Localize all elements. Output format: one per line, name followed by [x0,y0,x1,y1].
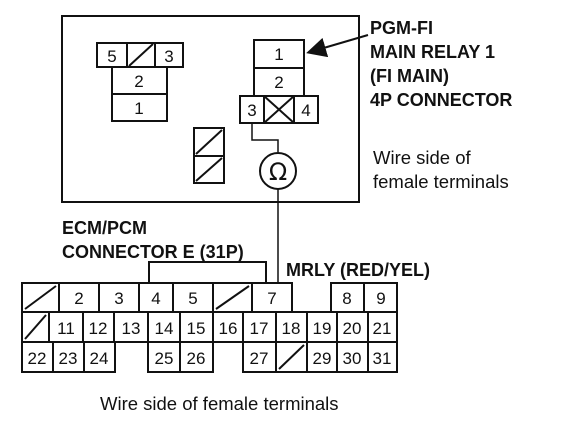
relay-pin-3: 3 [247,101,256,120]
ecm-pin-25: 25 [155,349,174,368]
relay-label-line-2: MAIN RELAY 1 [370,42,495,62]
wire-color-label: MRLY (RED/YEL) [286,260,430,280]
ecm-pin-5: 5 [188,289,197,308]
relay-pointer-arrow [306,34,369,58]
ohm-symbol: Ω [269,158,287,186]
left-conn-pin-5: 5 [107,47,116,66]
ecm-pin-21: 21 [373,319,392,338]
relay-4p-connector [239,39,319,124]
ecm-pin-17: 17 [250,319,269,338]
ecm-pin-31: 31 [373,349,392,368]
probe-lead-relay [251,123,279,152]
left-conn-pin-1: 1 [134,99,143,118]
relay-pin-4: 4 [301,101,310,120]
ecm-pin-19: 19 [313,319,332,338]
ecm-pin-8: 8 [342,289,351,308]
ecm-pin-3: 3 [114,289,123,308]
ecm-pin-2: 2 [74,289,83,308]
ecm-pin-9: 9 [376,289,385,308]
ecm-pin-14: 14 [155,319,174,338]
ecm-pin-24: 24 [90,349,109,368]
ecm-label-line-1: ECM/PCM [62,218,147,238]
bottom-note: Wire side of female terminals [100,393,339,414]
ecm-pin-18: 18 [282,319,301,338]
ecm-pin-12: 12 [89,319,108,338]
ecm-pin-13: 13 [122,319,141,338]
relay-label-line-4: 4P CONNECTOR [370,90,512,110]
ecm-pin-16: 16 [219,319,238,338]
left-conn-pin-2: 2 [134,72,143,91]
ecm-pin-29: 29 [313,349,332,368]
relay-area-frame [61,15,360,203]
relay-pin-1: 1 [274,45,283,64]
ecm-pin-4: 4 [151,289,160,308]
relay-label-line-1: PGM-FI [370,18,433,38]
relay-label-line-3: (FI MAIN) [370,66,449,86]
ecm-pin-7: 7 [267,289,276,308]
left-conn-pin-3: 3 [164,47,173,66]
relay-note-line-2: female terminals [373,171,509,192]
ecm-pin-20: 20 [343,319,362,338]
ecm-pin-27: 27 [250,349,269,368]
ecm-label-line-2: CONNECTOR E (31P) [62,242,244,262]
ecm-pin-26: 26 [187,349,206,368]
ecm-pin-15: 15 [187,319,206,338]
ecm-pin-30: 30 [343,349,362,368]
ecm-pin-22: 22 [28,349,47,368]
ecm-pin-11: 11 [57,319,75,338]
relay-pin-2: 2 [274,73,283,92]
relay-note-line-1: Wire side of [373,147,472,168]
ecm-connector [21,282,398,373]
ecm-pin-23: 23 [59,349,78,368]
left-connector [96,42,184,122]
slashed-block [193,127,225,184]
connector-latch [148,261,267,283]
